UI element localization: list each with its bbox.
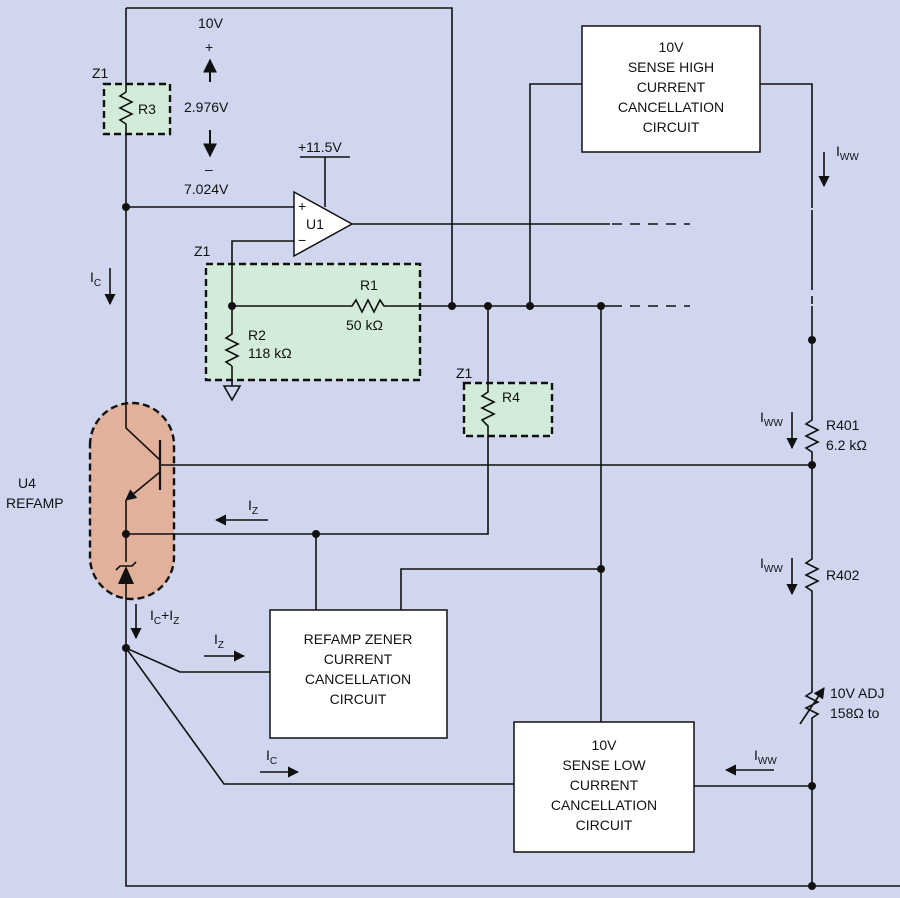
r2-name-label: R2 bbox=[248, 327, 266, 343]
r4-label: R4 bbox=[502, 389, 520, 405]
high-block-line: SENSE HIGH bbox=[628, 59, 714, 75]
junction-dots bbox=[122, 203, 816, 890]
r2-value-label: 118 kΩ bbox=[248, 345, 292, 361]
zener-current-block bbox=[269, 609, 448, 739]
low-current-block bbox=[513, 721, 695, 853]
opamp-u1 bbox=[293, 190, 354, 258]
z1-r3-enclosure bbox=[102, 82, 172, 136]
voltage-plus-sign: + bbox=[205, 39, 213, 55]
r402-name-label: R402 bbox=[826, 567, 860, 583]
r1-name-label: R1 bbox=[360, 277, 378, 293]
iww-label-r401: IWW bbox=[760, 409, 783, 429]
top-voltage-label: 10V bbox=[198, 15, 224, 31]
icz-label: IC+IZ bbox=[150, 607, 179, 627]
r401-resistor bbox=[804, 416, 820, 454]
ground-symbol bbox=[222, 385, 242, 402]
low-block-line: CURRENT bbox=[570, 777, 639, 793]
high-block-line: CIRCUIT bbox=[643, 119, 700, 135]
high-current-block bbox=[581, 25, 761, 153]
low-block-line: SENSE LOW bbox=[562, 757, 646, 773]
opamp-minus-sign: − bbox=[298, 232, 306, 248]
voltage-drop-label: 2.976V bbox=[184, 99, 229, 115]
refamp-name-label: U4 bbox=[18, 475, 36, 491]
transistor-emitter bbox=[125, 471, 161, 501]
refamp-desc-label: REFAMP bbox=[6, 495, 64, 511]
low-current-block-text: 10V SENSE LOW CURRENT CANCELLATION CIRCU… bbox=[551, 737, 657, 833]
z1-label-r1r2: Z1 bbox=[194, 243, 211, 259]
r2-resistor bbox=[224, 330, 240, 367]
high-block-line: CANCELLATION bbox=[618, 99, 724, 115]
z1-r4-enclosure bbox=[462, 381, 554, 438]
low-block-line: CANCELLATION bbox=[551, 797, 657, 813]
low-block-line: 10V bbox=[592, 737, 618, 753]
high-block-line: 10V bbox=[659, 39, 685, 55]
iww-label-r402: IWW bbox=[760, 555, 783, 575]
zener-block-line: CURRENT bbox=[324, 651, 393, 667]
r4-resistor bbox=[480, 388, 496, 430]
r1-value-label: 50 kΩ bbox=[346, 317, 383, 333]
zener-current-block-text: REFAMP ZENER CURRENT CANCELLATION CIRCUI… bbox=[304, 631, 413, 707]
node-voltage-label: 7.024V bbox=[184, 181, 229, 197]
iww-label-low: IWW bbox=[754, 747, 777, 767]
r3-resistor bbox=[118, 88, 134, 128]
zener-block-line: CANCELLATION bbox=[305, 671, 411, 687]
iz-label-left: IZ bbox=[248, 497, 258, 517]
z1-r1-r2-enclosure bbox=[204, 262, 422, 382]
zener-bar bbox=[115, 561, 137, 571]
z1-label-r4: Z1 bbox=[456, 365, 473, 381]
zener-diode bbox=[118, 566, 134, 584]
wiring bbox=[125, 7, 900, 887]
zener-block-line: CIRCUIT bbox=[330, 691, 387, 707]
refamp-package-outline bbox=[88, 401, 176, 601]
opamp-plus-sign: + bbox=[298, 198, 306, 214]
ic-label-bottom: IC bbox=[266, 747, 277, 767]
iz-label-right: IZ bbox=[214, 631, 224, 651]
adj-value-label: 158Ω to bbox=[830, 705, 880, 721]
adj-name-label: 10V ADJ bbox=[830, 685, 884, 701]
voltage-minus-sign: – bbox=[205, 161, 213, 177]
adj-arrow bbox=[799, 687, 825, 725]
r1-resistor bbox=[348, 298, 386, 314]
low-block-line: CIRCUIT bbox=[576, 817, 633, 833]
high-current-block-text: 10V SENSE HIGH CURRENT CANCELLATION CIRC… bbox=[618, 39, 724, 135]
r401-name-label: R401 bbox=[826, 417, 860, 433]
z1-label-r3: Z1 bbox=[92, 65, 109, 81]
ic-label: IC bbox=[90, 269, 101, 289]
supply-label: +11.5V bbox=[298, 139, 342, 155]
iww-label-top: IWW bbox=[836, 143, 859, 163]
r401-value-label: 6.2 kΩ bbox=[826, 437, 867, 453]
r3-label: R3 bbox=[138, 101, 156, 117]
r402-resistor bbox=[804, 555, 820, 595]
opamp-label: U1 bbox=[306, 216, 324, 232]
high-block-line: CURRENT bbox=[637, 79, 706, 95]
zener-block-line: REFAMP ZENER bbox=[304, 631, 413, 647]
